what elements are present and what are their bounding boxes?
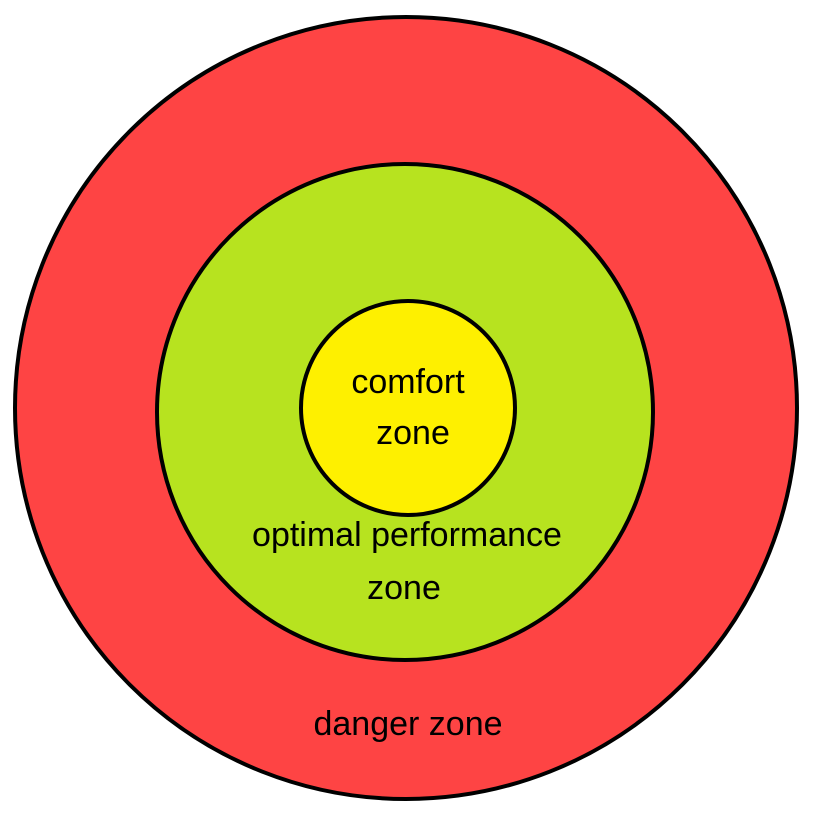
optimal-zone-label-line1: optimal performance [252,516,562,554]
danger-zone-label: danger zone [313,705,502,743]
comfort-zone-label-line1: comfort [351,363,465,401]
comfort-zone-ring [299,299,517,517]
optimal-zone-label-line2: zone [367,569,441,607]
comfort-zone-label-line2: zone [376,414,450,452]
